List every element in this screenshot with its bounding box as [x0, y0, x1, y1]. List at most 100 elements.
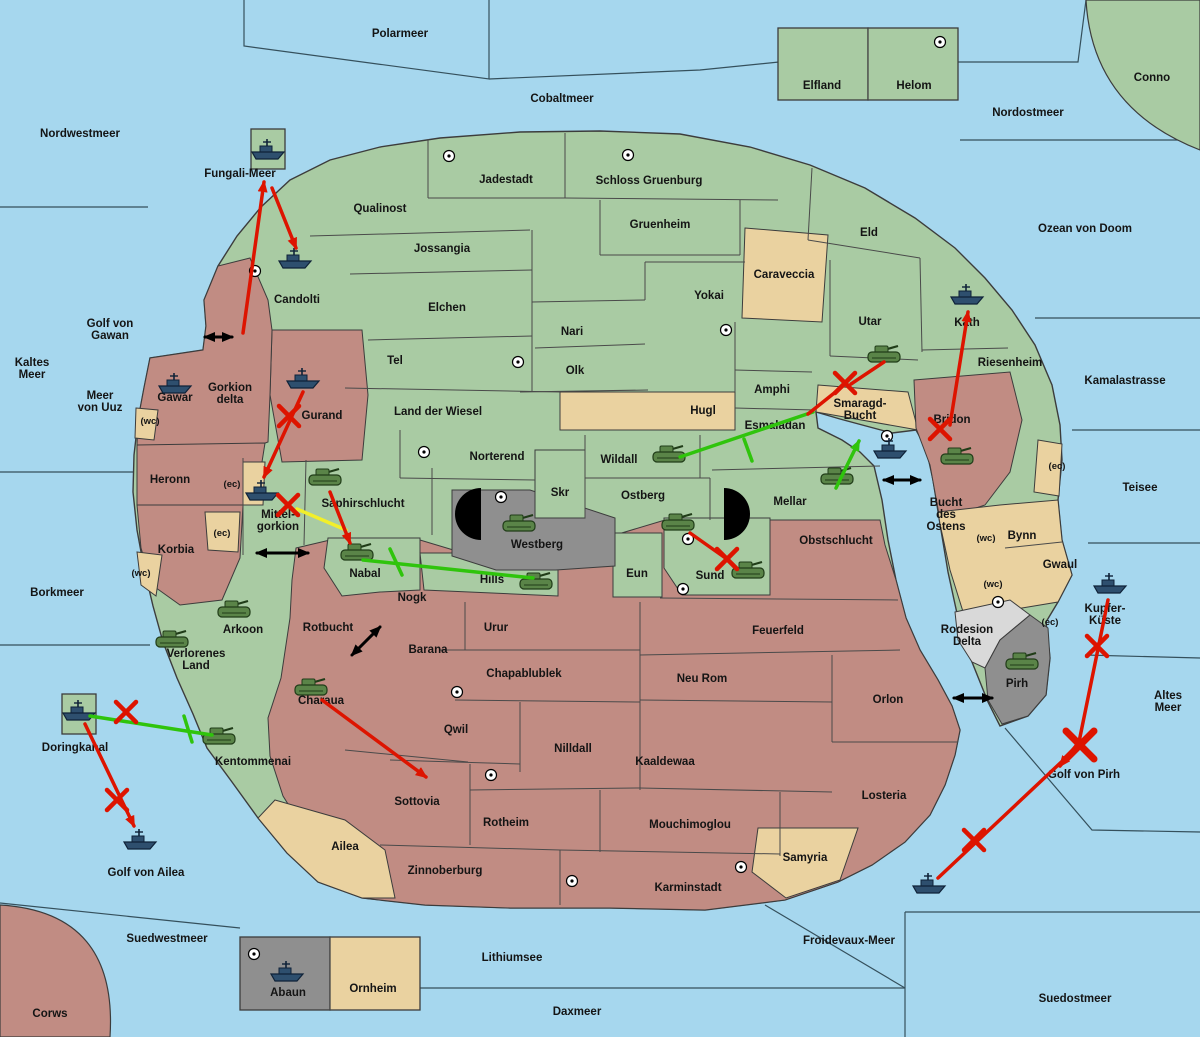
x-stroke — [275, 492, 301, 518]
city-marker — [417, 445, 431, 459]
label-line: Gawan — [91, 330, 129, 342]
sea-border-line — [0, 902, 241, 929]
red-order-arrow — [241, 180, 268, 335]
territory-border-line — [389, 759, 521, 765]
tank-unit[interactable] — [820, 466, 854, 485]
territory-border-line — [559, 849, 781, 855]
ship-unit[interactable] — [285, 368, 321, 389]
cities-layer — [247, 35, 1005, 961]
territory-elfland[interactable] — [777, 27, 869, 101]
territory-label: Elchen — [428, 302, 466, 314]
territory-label: Helom — [896, 80, 931, 92]
territory-ornheim[interactable] — [329, 936, 421, 1011]
territory-label: Nabal — [349, 568, 380, 580]
territory-gurand[interactable] — [269, 329, 369, 463]
city-marker — [676, 582, 690, 596]
sea-label: Doringkanal — [42, 742, 108, 754]
territory-border-line — [921, 347, 1009, 351]
red-order-arrow — [1077, 598, 1110, 744]
x-stroke — [927, 416, 953, 442]
city-marker — [933, 35, 947, 49]
ship-unit[interactable] — [244, 480, 280, 501]
tank-unit[interactable] — [652, 444, 686, 463]
territory-ailea[interactable] — [257, 799, 396, 899]
tank-unit[interactable] — [940, 446, 974, 465]
sea-label: Polarmeer — [372, 28, 429, 40]
tank-unit[interactable] — [731, 560, 765, 579]
ship-unit[interactable] — [911, 873, 947, 894]
tank-hull — [502, 520, 536, 532]
tank-unit[interactable] — [155, 629, 189, 648]
territory-gorkion-ec[interactable] — [204, 511, 241, 553]
territory-label: Nari — [561, 326, 583, 338]
ship-unit[interactable] — [157, 373, 193, 394]
city-marker — [484, 768, 498, 782]
territory-label: Kentommenai — [215, 756, 291, 768]
territory-skr[interactable] — [534, 449, 586, 519]
territory-label: Hills — [480, 574, 504, 586]
ship-unit[interactable] — [872, 438, 908, 459]
sea-label: Suedwestmeer — [126, 933, 208, 945]
x-stroke — [1084, 633, 1110, 659]
ship-unit[interactable] — [122, 829, 158, 850]
territory-uuz-wc[interactable] — [134, 407, 159, 441]
x-stroke — [1062, 727, 1098, 763]
ship-unit[interactable] — [61, 700, 97, 721]
ship-unit[interactable] — [1092, 573, 1128, 594]
territory-label: Riesenheim — [978, 357, 1043, 369]
territory-nabal[interactable] — [323, 537, 421, 597]
territory-bridon[interactable] — [913, 371, 1023, 521]
territory-conno[interactable] — [1085, 0, 1200, 151]
city-marker — [494, 490, 508, 504]
territory-label: Urur — [484, 622, 509, 634]
territory-label: Qwil — [444, 724, 468, 736]
territory-label: Eld — [860, 227, 878, 239]
territory-borders — [242, 28, 1063, 1010]
tank-unit[interactable] — [217, 599, 251, 618]
territory-border-line — [734, 407, 816, 411]
ship-unit[interactable] — [949, 284, 985, 305]
green-order-arrow — [388, 547, 404, 577]
tank-unit[interactable] — [340, 542, 374, 561]
tank-hull — [294, 684, 328, 696]
ship-unit[interactable] — [269, 961, 305, 982]
tank-unit[interactable] — [1005, 651, 1039, 670]
sea-label: Nordwestmeer — [40, 128, 120, 140]
territory-label: Mellar — [773, 496, 807, 508]
city-marker — [880, 429, 894, 443]
ship-unit[interactable] — [277, 248, 313, 269]
territory-border-line — [639, 787, 833, 793]
ship-superstructure — [278, 967, 292, 975]
territory-samyria[interactable] — [751, 827, 859, 899]
territory-border-line — [454, 699, 641, 703]
territory-hugl[interactable] — [559, 391, 736, 431]
territory-corws[interactable] — [0, 904, 112, 1037]
territory-label: Zinnoberburg — [408, 865, 483, 877]
territory-label: Sund — [696, 570, 725, 582]
sea-label: Fungali-Meer — [204, 168, 276, 180]
city-marker — [681, 532, 695, 546]
territory-ec-wedge-ne[interactable] — [1033, 439, 1063, 497]
label-line: gorkion — [257, 521, 299, 533]
territory-bucht-des-ostens-strip[interactable] — [937, 499, 1073, 619]
label-line: Land — [182, 660, 209, 672]
tank-unit[interactable] — [502, 513, 536, 532]
territory-eun[interactable] — [612, 532, 663, 598]
tank-unit[interactable] — [294, 677, 328, 696]
ship-unit[interactable] — [250, 139, 286, 160]
ship-hull — [277, 260, 313, 269]
territory-caraveccia[interactable] — [741, 227, 829, 323]
ship-hull — [1092, 585, 1128, 594]
city-dot — [499, 495, 503, 499]
strait-connection-arrow — [350, 625, 382, 657]
tank-hull — [940, 453, 974, 465]
tank-unit[interactable] — [308, 467, 342, 486]
territory-korbia-wc[interactable] — [136, 551, 163, 597]
territory-label: Wildall — [601, 454, 638, 466]
red-order-arrow — [320, 698, 428, 779]
territory-label: Elfland — [803, 80, 841, 92]
ship-superstructure — [881, 444, 895, 452]
tank-unit[interactable] — [661, 512, 695, 531]
